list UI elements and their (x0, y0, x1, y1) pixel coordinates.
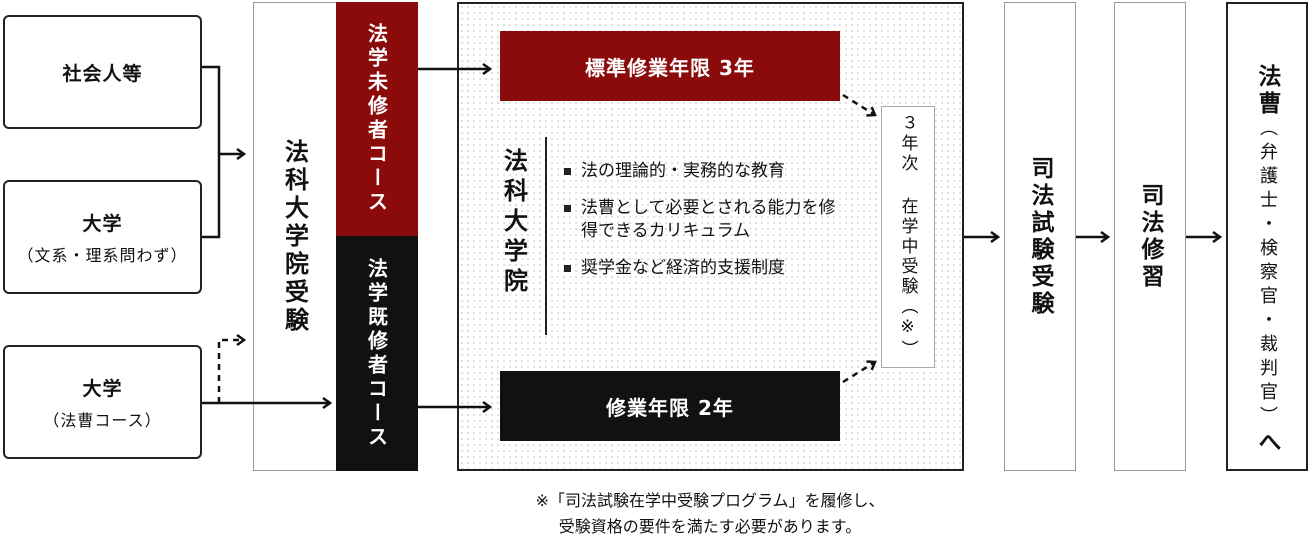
footnote-line: ※「司法試験在学中受験プログラム」を履修し、 (535, 491, 885, 510)
entry-box-working-adults: 社会人等 (3, 15, 202, 129)
entry-box-university: 大学 （文系・理系問わず） (3, 180, 202, 294)
third-year-exam-label: ３年次 在学中受験（※） (897, 114, 918, 360)
feature-text: 法の理論的・実務的な教育 (581, 161, 785, 181)
standard-3-year-label: 標準修業年限 3年 (585, 55, 755, 80)
legal-profession-box: 法曹（弁護士・検察官・裁判官）へ (1226, 2, 1308, 471)
two-year-label: 修業年限 2年 (606, 395, 734, 420)
bullet-square-icon (564, 264, 571, 272)
feature-text: 法曹として必要とされる能力を修得できるカリキュラム (581, 197, 836, 241)
two-year-track: 修業年限 2年 (500, 371, 840, 441)
title-divider (545, 137, 547, 335)
law-course-box: 法学既修者コース (336, 236, 418, 471)
dashed-arrow-2yr-to-exam (842, 362, 875, 384)
legal-training-box: 司法修習 (1114, 2, 1186, 471)
law-school-exam-label: 法科大学院受験 (280, 138, 309, 335)
feature-item: 奨学金など経済的支援制度 (564, 257, 846, 280)
feature-text: 奨学金など経済的支援制度 (581, 257, 785, 278)
non-law-course-label: 法学未修者コース (364, 23, 389, 215)
law-school-exam-box: 法科大学院受験 (253, 2, 337, 471)
law-school-title: 法科大学院 (494, 148, 534, 338)
entry-label: 社会人等 (62, 62, 143, 85)
entry-label: 大学 (82, 377, 123, 400)
bar-exam-label: 司法試験受験 (1027, 155, 1053, 318)
footnote: ※「司法試験在学中受験プログラム」を履修し、 受験資格の要件を満たす必要がありま… (430, 488, 990, 540)
legal-profession-main: 法曹 (1254, 64, 1280, 118)
legal-profession-sub: （弁護士・検察官・裁判官） (1257, 118, 1278, 430)
legal-profession-tail: へ (1254, 430, 1280, 457)
entry-box-law-course-university: 大学 （法曹コース） (3, 345, 202, 459)
bullet-square-icon (564, 204, 571, 212)
entry-sublabel: （法曹コース） (43, 410, 162, 430)
feature-item: 法曹として必要とされる能力を修得できるカリキュラム (564, 197, 846, 243)
third-year-exam-box: ３年次 在学中受験（※） (881, 106, 935, 368)
bullet-square-icon (564, 168, 571, 175)
legal-training-label: 司法修習 (1137, 182, 1163, 291)
feature-item: 法の理論的・実務的な教育 (564, 160, 846, 183)
dashed-arrow-3yr-to-exam (842, 93, 875, 115)
feature-list: 法の理論的・実務的な教育 法曹として必要とされる能力を修得できるカリキュラム 奨… (564, 160, 846, 294)
entry-sublabel: （文系・理系問わず） (17, 245, 188, 265)
entry-label: 大学 (82, 212, 123, 235)
law-school-title-text: 法科大学院 (499, 148, 528, 298)
bracket-connector (202, 65, 221, 239)
law-course-label: 法学既修者コース (364, 257, 389, 450)
legal-profession-text: 法曹（弁護士・検察官・裁判官）へ (1250, 64, 1284, 469)
footnote-line: 受験資格の要件を満たす必要があります。 (558, 517, 862, 536)
dashed-arrow-law-course (217, 340, 244, 403)
non-law-course-box: 法学未修者コース (336, 2, 418, 236)
standard-3-year-track: 標準修業年限 3年 (500, 31, 840, 101)
bar-exam-box: 司法試験受験 (1004, 2, 1076, 471)
